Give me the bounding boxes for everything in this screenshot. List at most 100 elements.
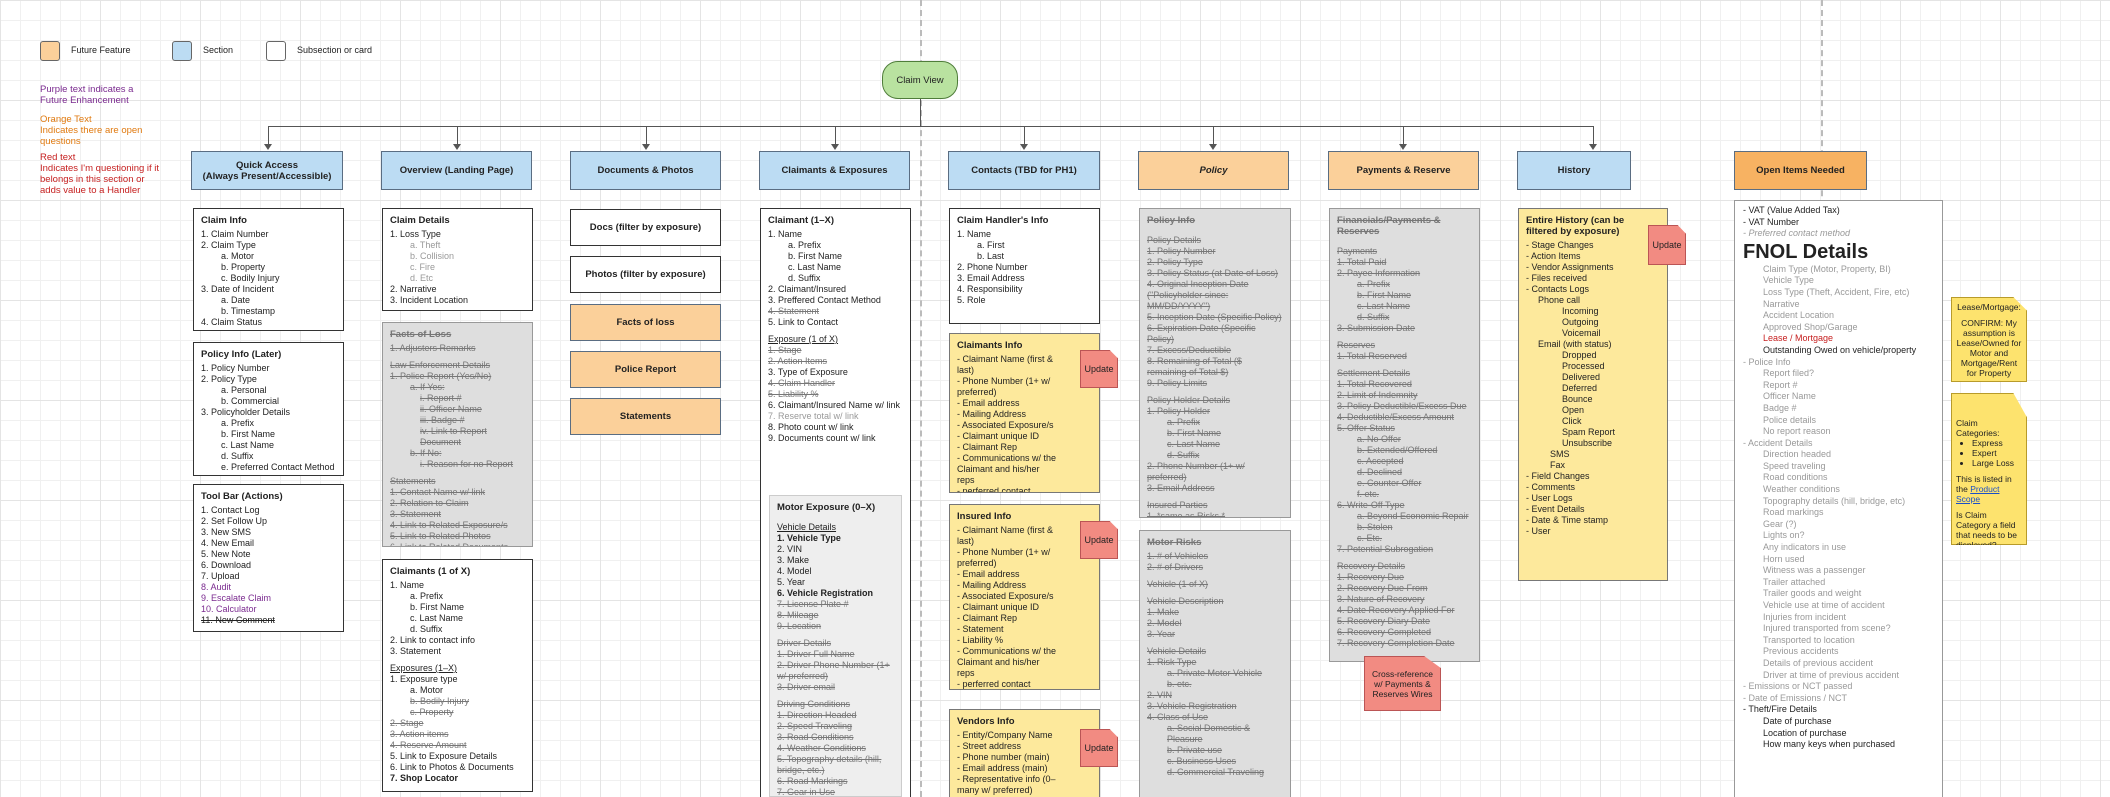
history-item: SMS <box>1550 449 1570 459</box>
list-item: 4. Original Inception Date ("Policyholde… <box>1147 279 1249 311</box>
list-item: Vehicle Type <box>1763 275 1814 286</box>
list-item: - Communications w/ the Claimant and his… <box>957 646 1057 678</box>
list-item: c. Last Name <box>1357 301 1411 311</box>
list-item: - Mailing Address <box>957 409 1027 419</box>
list-item: ii. Officer Name <box>420 404 482 414</box>
history-item: - Date & Time stamp <box>1526 515 1609 525</box>
card-policy-info-details[interactable]: Policy Info Policy Details 1. Policy Num… <box>1139 208 1291 518</box>
list-item: 4. Link to Related Exposure/s <box>390 520 508 530</box>
list-item: - Associated Exposure/s <box>957 591 1054 601</box>
list-item: 4. Model <box>777 566 812 576</box>
list-item: Approved Shop/Garage <box>1763 321 1858 332</box>
list-item: - Date of Emissions / NCT <box>1743 692 1848 703</box>
update-sticky: Update <box>1648 225 1686 265</box>
list-item: 2. Stage <box>390 718 424 728</box>
list-item: d. Suffix <box>1167 450 1200 460</box>
list-item: 4. Class of Use <box>1147 712 1209 722</box>
section-policy[interactable]: Policy <box>1138 151 1289 190</box>
history-item: Voicemail <box>1562 328 1601 338</box>
card-vendors-info[interactable]: Vendors Info - Entity/Company Name- Stre… <box>949 709 1100 797</box>
section-claimants-exposures[interactable]: Claimants & Exposures <box>759 151 910 190</box>
list-item: Details of previous accident <box>1763 657 1874 668</box>
list-item: iv. Link to Report Document <box>420 426 487 447</box>
list-item: 3. Nature of Recovery <box>1337 594 1425 604</box>
list-item: - Claimant unique ID <box>957 602 1040 612</box>
list-item: 8. Remaining of Total ($ remaining of To… <box>1147 356 1242 377</box>
card-open-items[interactable]: - VAT (Value Added Tax)- VAT Number - Pr… <box>1734 200 1943 797</box>
list-item: 3. Type of Exposure <box>768 367 848 377</box>
list-item: 4. New Email <box>201 538 255 548</box>
list-item: Horn used <box>1763 553 1805 564</box>
list-item: 2. Narrative <box>390 284 437 294</box>
card-insured-info[interactable]: Insured Info - Claimant Name (first & la… <box>949 504 1100 690</box>
list-item: 3. Road Conditions <box>777 732 854 742</box>
list-item: 2. Phone Number <box>957 262 1028 272</box>
update-sticky: Update <box>1080 350 1118 388</box>
list-item: a. Motor <box>221 251 255 261</box>
list-item: - Statement <box>957 624 1004 634</box>
card-claimants-info[interactable]: Claimants Info - Claimant Name (first & … <box>949 333 1100 493</box>
card-statements[interactable]: Statements <box>570 398 721 435</box>
list-item: 6. Download <box>201 560 252 570</box>
update-sticky: Update <box>1080 729 1118 767</box>
list-item: 3. Policy Deductible/Excess Due <box>1337 401 1467 411</box>
list-item: - perferred contact method <box>957 679 1031 689</box>
section-overview[interactable]: Overview (Landing Page) <box>381 151 532 190</box>
list-item: 5. Year <box>777 577 806 587</box>
list-item: - Phone Number (1+ w/ preferred) <box>957 376 1051 397</box>
legend-label: Section <box>203 45 234 55</box>
section-open-items[interactable]: Open Items Needed <box>1734 151 1867 190</box>
list-item: Expert <box>1972 448 2022 458</box>
list-item: 4. Claim Status <box>201 317 263 327</box>
section-payments-reserve[interactable]: Payments & Reserve <box>1328 151 1479 190</box>
card-financials[interactable]: Financials/Payments & Reserves Payments … <box>1329 208 1480 662</box>
list-item: 8. Mileage <box>777 610 819 620</box>
section-documents-photos[interactable]: Documents & Photos <box>570 151 721 190</box>
card-police-report[interactable]: Police Report <box>570 351 721 388</box>
legend-label: Subsection or card <box>297 45 373 55</box>
list-item: b. First Name <box>1167 428 1222 438</box>
list-item: 1. Make <box>1147 607 1180 617</box>
list-item: b. etc. <box>1167 679 1192 689</box>
sticky-lease-mortgage: Lease/Mortgage: CONFIRM: My assumption i… <box>1951 297 2027 382</box>
list-item: d. Declined <box>1357 467 1403 477</box>
list-item: b. Last <box>977 251 1005 261</box>
list-item: d. Suffix <box>221 451 254 461</box>
connector <box>646 126 647 146</box>
card-docs[interactable]: Docs (filter by exposure) <box>570 209 721 246</box>
card-motor-exposure[interactable]: Motor Exposure (0–X) Vehicle Details 1. … <box>769 495 902 797</box>
connector <box>1024 126 1025 146</box>
list-item: d. Suffix <box>788 273 821 283</box>
list-item: 2. Link to contact info <box>390 635 476 645</box>
list-item: c. Property <box>410 707 454 717</box>
root-node-claim-view[interactable]: Claim View <box>882 61 958 99</box>
card-facts-of-loss-docs[interactable]: Facts of loss <box>570 304 721 341</box>
connector <box>268 126 1593 127</box>
card-facts-of-loss[interactable]: Facts of Loss 1. Adjusters Remarks Law E… <box>382 322 533 547</box>
list-item: How many keys when purchased <box>1763 739 1896 750</box>
history-item: Email (with status) <box>1538 339 1612 349</box>
arrow-head <box>642 144 650 150</box>
list-item: 7. Potential Subrogation <box>1337 544 1434 554</box>
product-scope-link[interactable]: Product Scope <box>1956 484 2000 504</box>
section-contacts[interactable]: Contacts (TBD for PH1) <box>948 151 1100 190</box>
section-history[interactable]: History <box>1517 151 1631 190</box>
section-quick-access[interactable]: Quick Access (Always Present/Accessible) <box>191 151 343 190</box>
list-item: c. Business Uses <box>1167 756 1237 766</box>
card-entire-history[interactable]: Entire History (can be filtered by expos… <box>1518 208 1668 581</box>
list-item: 2. Model <box>1147 618 1182 628</box>
arrow-head <box>1020 144 1028 150</box>
list-item: Express <box>1972 438 2022 448</box>
list-item: 2. Speed Traveling <box>777 721 853 731</box>
history-item: Incoming <box>1562 306 1599 316</box>
card-photos[interactable]: Photos (filter by exposure) <box>570 256 721 293</box>
list-item: b. Commercial <box>221 396 280 406</box>
list-item: Police details <box>1763 414 1817 425</box>
